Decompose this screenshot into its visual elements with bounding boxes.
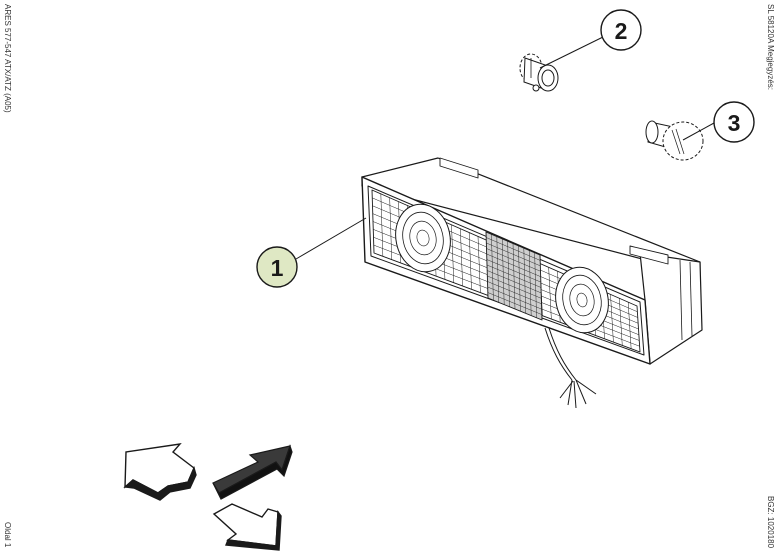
callout-1-label: 1 [271, 255, 284, 281]
solid-arrow-upright-icon [212, 444, 293, 500]
bulb-socket [519, 53, 559, 92]
rear-lamp-assembly [361, 157, 703, 409]
center-hatch-line [486, 248, 541, 272]
leader-lines [295, 36, 715, 260]
callout-1: 1 [256, 246, 298, 288]
callout-2-circle [600, 9, 642, 51]
right-reflector [555, 266, 609, 334]
center-hatch-line [486, 264, 542, 288]
center-lens-hatch [486, 234, 542, 318]
center-hatch-line [486, 259, 541, 283]
callout-3-circle [713, 101, 755, 143]
center-hatch-line [486, 253, 541, 277]
callout-3: 3 [713, 101, 755, 143]
outline-arrow-downright-icon [212, 503, 282, 551]
center-hatch-line [486, 237, 541, 261]
callout-2-label: 2 [615, 18, 628, 44]
callout-2: 2 [600, 9, 642, 51]
center-hatch-line [487, 292, 542, 315]
center-hatch-line [487, 281, 542, 304]
left-reflector [395, 203, 451, 273]
center-hatch-line [486, 242, 541, 267]
outline-arrow-upleft-icon [123, 443, 197, 501]
center-hatch-line [487, 270, 542, 294]
bulb [645, 120, 704, 161]
center-hatch-line [487, 286, 542, 310]
callout-3-label: 3 [728, 110, 741, 136]
callout-1-circle [256, 246, 298, 288]
center-hatch-line [487, 275, 542, 299]
wiring-harness [544, 327, 597, 409]
